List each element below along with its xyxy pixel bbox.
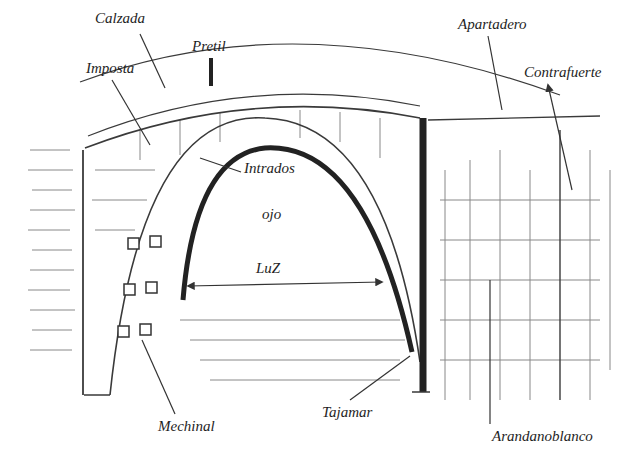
part-label: Apartadero [458, 16, 527, 33]
part-label: Pretil [192, 38, 226, 55]
bridge-outline [80, 44, 600, 400]
mechinal-holes [118, 236, 161, 337]
part-label: Contrafuerte [524, 64, 602, 81]
part-label: Intrados [244, 160, 295, 177]
part-label: Arandanoblanco [492, 428, 593, 445]
part-label: ojo [262, 206, 281, 223]
part-label: Tajamar [322, 404, 372, 421]
leader-lines [112, 34, 572, 424]
shading [28, 110, 610, 400]
part-label: Mechinal [158, 418, 215, 435]
part-label: Calzada [95, 10, 145, 27]
part-label: Imposta [86, 60, 134, 77]
part-label: LuZ [256, 260, 280, 277]
